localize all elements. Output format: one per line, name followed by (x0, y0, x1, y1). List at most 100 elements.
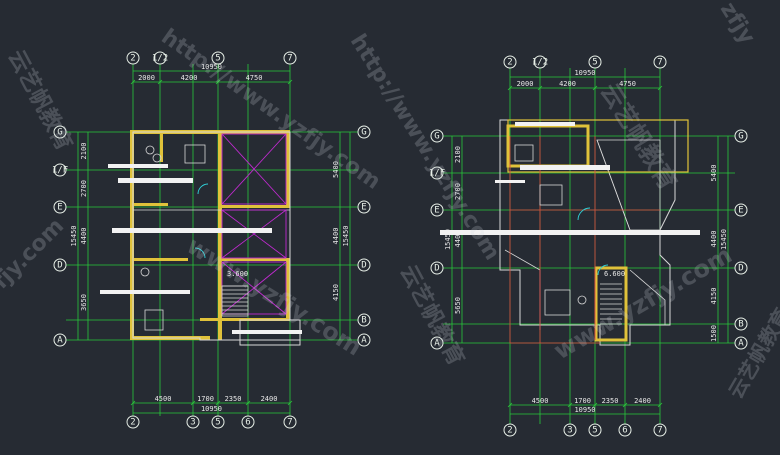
wall-band (506, 124, 590, 168)
axis-bottom-4-label: 7 (287, 418, 292, 428)
axis-bottom-4-bubble (653, 423, 667, 437)
dim-tick (657, 85, 663, 91)
dim-tick (287, 400, 293, 406)
roof-line (629, 269, 666, 325)
axis-bottom-1-label: 3 (190, 418, 195, 428)
axis-left-2-bubble (53, 200, 67, 214)
dim-top-2: 4750 (619, 80, 636, 88)
dim-bottom-2: 2350 (225, 395, 242, 403)
axis-bottom-2-bubble (211, 415, 225, 429)
porch (239, 319, 301, 346)
axis-bottom-0-label: 2 (130, 418, 135, 428)
dim-tick (507, 85, 513, 91)
axis-top-0-label: 2 (130, 54, 135, 64)
axis-top-2-bubble (211, 51, 225, 65)
axis-right-3-bubble (734, 317, 748, 331)
dim-bottom-total: 10950 (574, 406, 595, 414)
dim-tick (245, 400, 251, 406)
room-label-smudge (515, 122, 575, 126)
dim-bottom-total: 10950 (201, 405, 222, 413)
building-outline (100, 130, 302, 346)
door-swing (197, 183, 209, 195)
axis-right-2-label: D (738, 264, 743, 274)
dim-left-3: 5650 (454, 297, 462, 314)
axis-left-2-bubble (430, 203, 444, 217)
axis-bottom-3-label: 6 (245, 418, 250, 428)
dim-top-total: 10950 (201, 63, 222, 71)
axis-right-1-label: E (361, 203, 366, 213)
dim-right-2: 4150 (332, 284, 340, 301)
dim-tick (157, 79, 163, 85)
wall-segment (133, 258, 188, 261)
roof-ridge (596, 139, 631, 231)
axis-right-2-bubble (357, 258, 371, 272)
wall-segment (218, 258, 290, 261)
axis-right-0-bubble (734, 129, 748, 143)
axis-left-3-label: D (57, 261, 62, 271)
axis-top-1-bubble (533, 55, 547, 69)
area-label: 6.600 (604, 270, 625, 278)
axis-bottom-3-label: 6 (622, 426, 627, 436)
axis-left-0-bubble (430, 129, 444, 143)
axis-left-2-label: E (434, 206, 439, 216)
balcony-band (507, 119, 689, 173)
axis-left-0-bubble (53, 125, 67, 139)
door-swing (194, 247, 206, 259)
axis-bottom-1-label: 3 (567, 426, 572, 436)
axis-bottom-0-bubble (503, 423, 517, 437)
dim-right-1: 4400 (332, 228, 340, 245)
axis-right-3-label: B (361, 316, 366, 326)
wall-segment (286, 258, 290, 320)
axis-top-0-label: 2 (507, 58, 512, 68)
dim-tick (190, 400, 196, 406)
bathtub (544, 289, 571, 316)
axis-top-3-bubble (283, 51, 297, 65)
toilet-fixture (577, 295, 587, 305)
dim-right-total: 15450 (720, 229, 728, 250)
dim-top-total: 10950 (574, 69, 595, 77)
dim-tick (657, 402, 663, 408)
dim-bottom-0: 4500 (155, 395, 172, 403)
watermark-url-4: www.yzfjy.com (549, 241, 737, 366)
watermark-cn-3: 云艺帆教育 (395, 261, 470, 370)
dim-bottom-1: 1700 (197, 395, 214, 403)
watermark-cn-1: 云艺帆教育 (3, 46, 78, 155)
dim-bottom-2: 2350 (602, 397, 619, 405)
axis-left-1-label: 1/F (429, 169, 445, 179)
dim-left-total: 15450 (444, 229, 452, 250)
axis-left-2-label: E (57, 203, 62, 213)
axis-top-0-bubble (126, 51, 140, 65)
axis-left-4-label: A (434, 339, 440, 349)
dim-top-0: 2000 (517, 80, 534, 88)
axis-left-4-bubble (53, 333, 67, 347)
dim-tick (130, 400, 136, 406)
axis-bottom-4-bubble (283, 415, 297, 429)
axis-bottom-3-bubble (241, 415, 255, 429)
room-label-smudge (232, 330, 302, 334)
bed (144, 309, 164, 331)
dim-top-2: 4750 (246, 74, 263, 82)
dim-tick (592, 402, 598, 408)
room-label-smudge (520, 165, 610, 170)
dim-tick (215, 79, 221, 85)
axis-top-3-label: 7 (657, 58, 662, 68)
axis-right-4-bubble (734, 336, 748, 350)
dim-left-1: 2700 (454, 183, 462, 200)
dim-right-2: 4150 (710, 288, 718, 305)
room-label-smudge (100, 290, 190, 294)
void-diagonal (221, 133, 287, 205)
toilet-fixture (152, 153, 162, 163)
dim-tick (507, 402, 513, 408)
void-diagonal (221, 261, 287, 315)
dim-bottom-3: 2400 (261, 395, 278, 403)
dim-tick (215, 400, 221, 406)
axis-right-3-label: B (738, 320, 743, 330)
wall-segment (286, 130, 290, 205)
axis-right-1-label: E (738, 206, 743, 216)
dim-left-2: 4400 (454, 231, 462, 248)
axis-right-4-label: A (738, 339, 744, 349)
fixture (140, 267, 150, 277)
